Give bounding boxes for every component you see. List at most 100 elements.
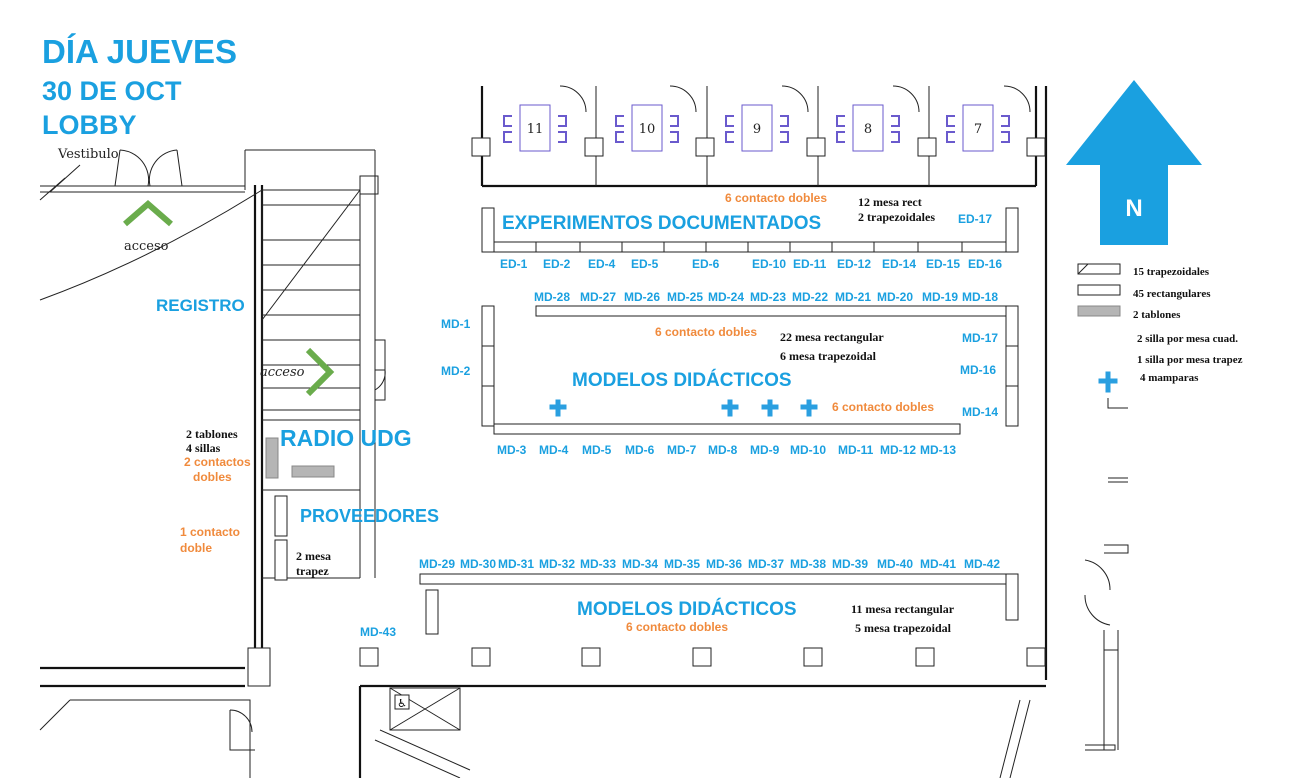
md-top-block [481,305,1019,435]
prov-table-1: 2 mesa [296,549,331,563]
radio-contact-2: dobles [193,470,232,484]
md-count-1: 22 mesa rectangular [780,330,884,344]
md-table-label: MD-33 [580,557,616,571]
mampara-icon [549,399,567,417]
mampara-icon [721,399,739,417]
legend-silla-trap: 1 silla por mesa trapez [1137,354,1243,366]
md-table-label: MD-41 [920,557,956,571]
ed-table-label: ED-10 [752,257,786,271]
room-number: 10 [639,122,656,137]
md-table-label: MD-6 [625,443,655,457]
north-label: N [1125,195,1142,222]
md-table-label: MD-4 [539,443,569,457]
md-16-label: MD-16 [960,363,996,377]
ed-table-label: ED-11 [793,257,827,271]
md-table-label: MD-13 [920,443,956,457]
md-table-label: MD-24 [708,290,744,304]
room-number: 9 [753,122,761,137]
access-arrow-up-icon [123,200,173,227]
date-title: 30 DE OCT [42,76,182,106]
prov-contact-2: doble [180,541,212,555]
md-table-label: MD-18 [962,290,998,304]
tablon [265,437,279,479]
location-title: LOBBY [42,110,137,140]
md-top-contact: 6 contacto dobles [655,325,757,339]
md-table-label: MD-29 [419,557,455,571]
md-table-label: MD-10 [790,443,826,457]
md-table-label: MD-9 [750,443,780,457]
top-classrooms [471,85,1048,680]
exp-count-1: 12 mesa rect [858,195,922,209]
room-number: 7 [974,122,982,137]
md-table-label: MD-38 [790,557,826,571]
legend-rect: 45 rectangulares [1133,288,1211,300]
ed-table-label: ED-15 [926,257,960,271]
access-arrow-right-icon [305,347,335,397]
radio-udg-label: RADIO UDG [280,425,412,451]
room-number: 11 [527,122,544,137]
mampara-icon [800,399,818,417]
wheelchair-icon: ♿ [394,694,410,710]
md-43-label: MD-43 [360,625,396,639]
ed-table-label: ED-6 [692,257,720,271]
md-table-label: MD-21 [835,290,871,304]
radio-contact-1: 2 contactos [184,455,251,469]
day-title: DÍA JUEVES [42,33,237,70]
md-table-label: MD-19 [922,290,958,304]
md-table-label: MD-3 [497,443,527,457]
md-lower-block [419,573,1019,635]
acceso-label-top: acceso [124,239,169,254]
north-arrow-icon: N [1066,80,1202,245]
room-8-table: 8 [836,104,900,152]
md-table-label: MD-26 [624,290,660,304]
prov-contact-1: 1 contacto [180,525,240,539]
md-mid-contact: 6 contacto dobles [832,400,934,414]
exp-contact: 6 contacto dobles [725,191,827,205]
md-bottom-labels: MD-3 MD-4 MD-5 MD-6 MD-7 MD-8 MD-9 MD-10 MD-11 MD… [497,443,956,457]
ed-table-label: ED-1 [500,257,528,271]
md-table-label: MD-30 [460,557,496,571]
vestibulo-entrance: Vestibulo [39,147,263,301]
ed-table-label: ED-14 [882,257,916,271]
md-table-label: MD-5 [582,443,612,457]
md-table-label: MD-7 [667,443,697,457]
ed-table-label: ED-4 [588,257,616,271]
ed-table-label: ED-2 [543,257,571,271]
modelos-didacticos-label-1: MODELOS DIDÁCTICOS [572,369,792,391]
md-table-label: MD-8 [708,443,738,457]
md-table-label: MD-11 [838,443,874,457]
ed-table-label: ED-5 [631,257,659,271]
room-11-table: 11 [503,104,567,152]
vestibulo-label: Vestibulo [57,147,119,162]
md-count-2: 6 mesa trapezoidal [780,349,877,363]
md-17-label: MD-17 [962,331,998,345]
acceso-label-mid: acceso [260,365,305,380]
bottom-count-2: 5 mesa trapezoidal [855,621,952,635]
svg-text:♿: ♿ [397,697,407,710]
legend-tablones: 2 tablones [1133,309,1181,321]
legend-trap: 15 trapezoidales [1133,266,1210,278]
md-table-label: MD-32 [539,557,575,571]
proveedores-label: PROVEEDORES [300,506,439,526]
ed-table-label: ED-12 [837,257,871,271]
bottom-wall [358,647,1046,778]
md-table-label: MD-31 [498,557,534,571]
experimentos-label: EXPERIMENTOS DOCUMENTADOS [502,213,821,234]
ed-table-label: ED-16 [968,257,1002,271]
md-table-label: MD-25 [667,290,703,304]
md-table-label: MD-39 [832,557,868,571]
room-number: 8 [864,122,872,137]
ed-table-row [481,207,1019,253]
legend-silla-cuad: 2 silla por mesa cuad. [1137,333,1238,345]
stairs-structure [39,149,386,778]
md-table-label: MD-23 [750,290,786,304]
room-10-table: 10 [615,104,679,152]
md-table-label: MD-36 [706,557,742,571]
tablon [291,465,335,478]
mampara-icon [1098,371,1118,393]
md-1-label: MD-1 [441,317,471,331]
